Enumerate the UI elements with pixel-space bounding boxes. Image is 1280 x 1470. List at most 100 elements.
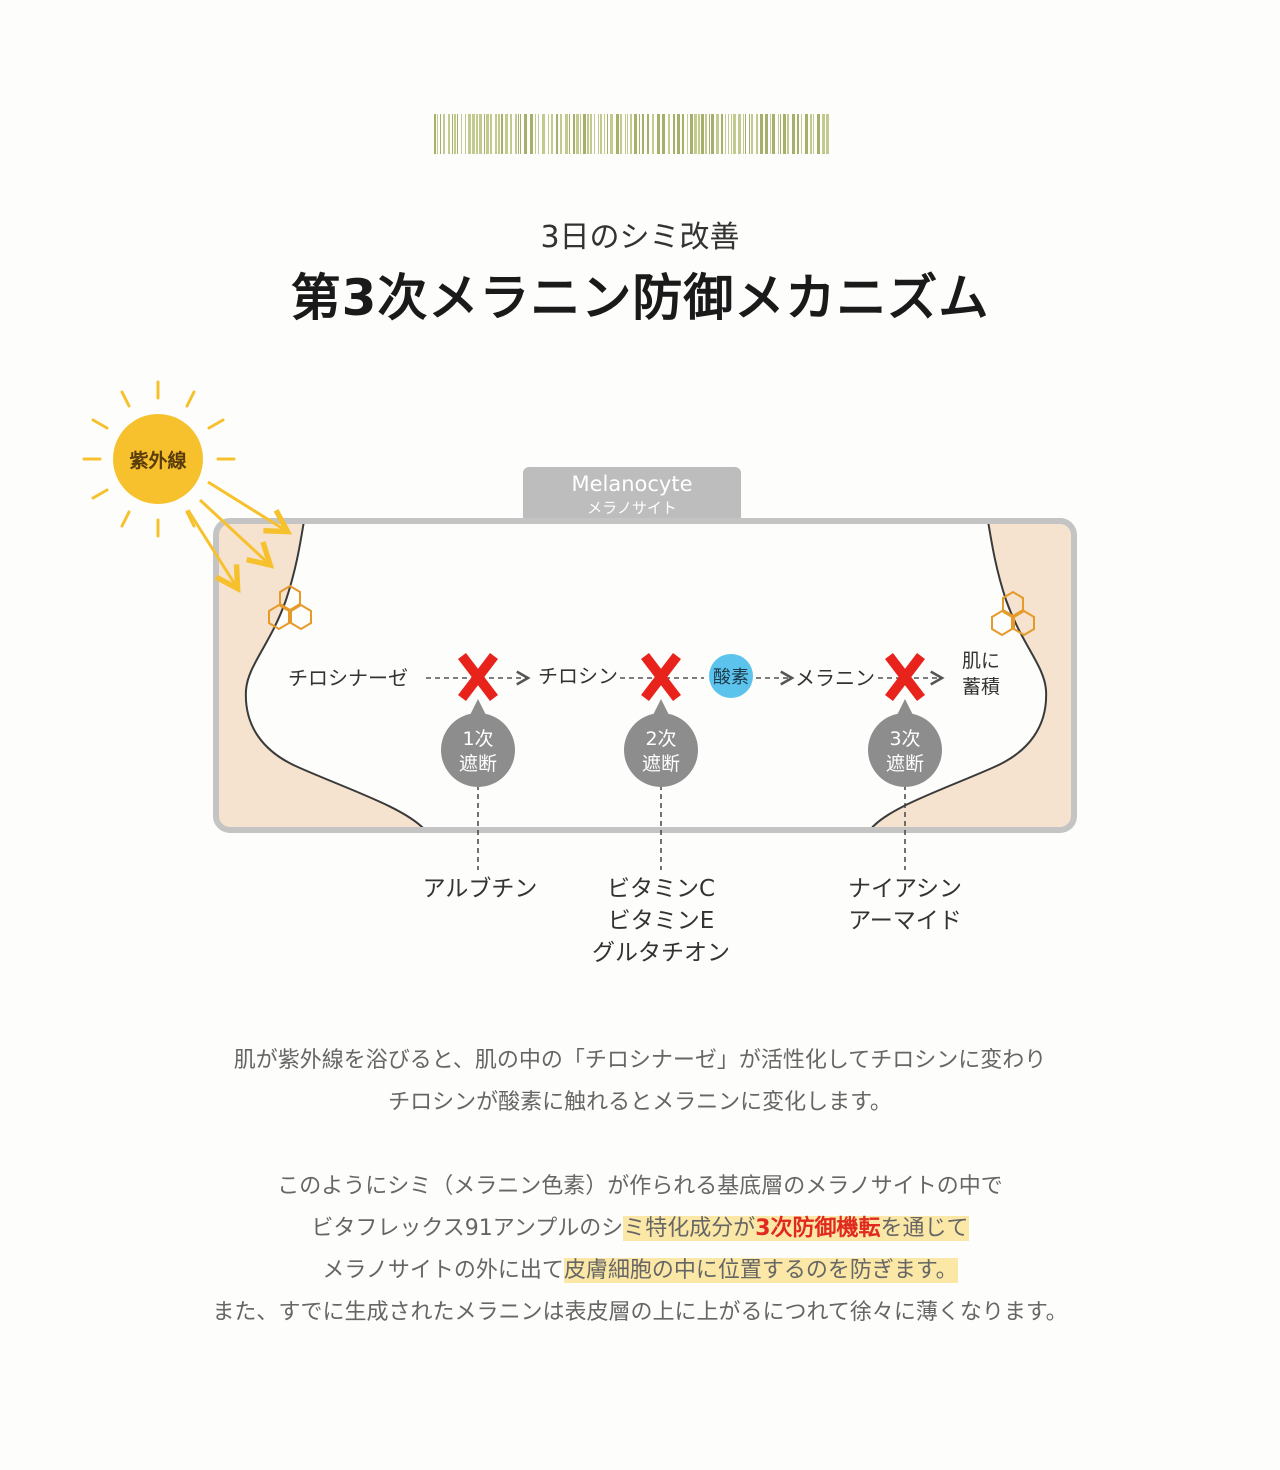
barcode-stripe xyxy=(573,114,575,154)
barcode-stripe xyxy=(576,114,579,154)
barcode-stripe xyxy=(826,114,829,154)
barcode-stripe xyxy=(647,114,649,154)
barcode-stripe xyxy=(542,114,545,154)
barcode-stripe xyxy=(510,114,512,154)
barcode-stripe xyxy=(452,114,453,154)
barcode-stripe xyxy=(634,114,637,154)
barcode-stripe xyxy=(538,114,539,154)
melanocyte-frame xyxy=(213,518,1077,833)
barcode-stripe xyxy=(434,114,436,154)
barcode-stripe xyxy=(662,114,665,154)
step-tyrosinase: チロシナーゼ xyxy=(288,666,408,690)
barcode-stripe xyxy=(743,114,744,154)
block-2-label-line1: 2次 xyxy=(645,728,676,750)
barcode-stripe xyxy=(501,114,503,154)
barcode-stripe xyxy=(725,114,726,154)
barcode-stripe xyxy=(476,114,478,154)
barcode-stripe xyxy=(668,114,670,154)
barcode-stripe xyxy=(760,114,763,154)
barcode-stripe xyxy=(587,114,589,154)
step-tyrosine: チロシン xyxy=(538,664,618,688)
ingredient-group-2: ビタミンC ビタミンE グルタチオン xyxy=(571,873,751,969)
barcode-stripe xyxy=(792,114,795,154)
uv-ray-arrows xyxy=(186,480,293,594)
description: 肌が紫外線を浴びると、肌の中の「チロシナーゼ」が活性化してチロシンに変わり チロ… xyxy=(0,1040,1280,1334)
ingredient: ナイアシン xyxy=(847,876,963,902)
barcode-stripe xyxy=(465,114,466,154)
barcode-stripe xyxy=(822,114,825,154)
barcode-decoration xyxy=(434,114,829,154)
ingredient: アルブチン xyxy=(422,876,538,902)
barcode-stripe xyxy=(701,114,704,154)
barcode-stripe xyxy=(607,114,608,154)
barcode-stripe xyxy=(548,114,549,154)
barcode-stripe xyxy=(709,114,710,154)
block-2: 2次 遮断 xyxy=(624,652,698,870)
barcode-stripe xyxy=(616,114,619,154)
barcode-stripe xyxy=(765,114,768,154)
barcode-stripe xyxy=(805,114,808,154)
highlight-text: を通じて xyxy=(880,1216,969,1241)
barcode-stripe xyxy=(639,114,640,154)
block-1-label-line1: 1次 xyxy=(462,728,493,750)
barcode-stripe xyxy=(817,114,820,154)
barcode-stripe xyxy=(682,114,684,154)
ingredient: ビタミンC xyxy=(606,876,716,902)
description-line: ビタフレックス91アンプルのシミ特化成分が3次防御機転を通じて xyxy=(0,1208,1280,1250)
barcode-stripe xyxy=(627,114,628,154)
barcode-stripe xyxy=(625,114,626,154)
barcode-stripe xyxy=(630,114,632,154)
ingredient: ビタミンE xyxy=(607,908,715,934)
block-3-label-line2: 遮断 xyxy=(886,753,924,775)
step-skin-accumulation-1: 肌に xyxy=(962,650,1000,672)
oxygen-badge xyxy=(709,654,753,698)
uv-label: 紫外線 xyxy=(129,449,186,472)
block-2-label-line2: 遮断 xyxy=(642,753,680,775)
barcode-stripe xyxy=(535,114,536,154)
ingredient-group-1: アルブチン xyxy=(400,873,560,905)
melanocyte-tab: Melanocyte メラノサイト xyxy=(523,467,741,523)
barcode-stripe xyxy=(598,114,599,154)
barcode-stripe xyxy=(583,114,586,154)
block-x-icon xyxy=(641,652,681,702)
barcode-stripe xyxy=(797,114,799,154)
barcode-stripe xyxy=(437,114,438,154)
barcode-stripe xyxy=(810,114,812,154)
barcode-stripe xyxy=(565,114,568,154)
sun-icon: 紫外線 xyxy=(82,380,236,538)
barcode-stripe xyxy=(479,114,482,154)
barcode-stripe xyxy=(524,114,527,154)
molecule-icon xyxy=(991,590,1035,637)
barcode-stripe xyxy=(594,114,595,154)
melanocyte-tab-subtitle: メラノサイト xyxy=(587,499,677,517)
barcode-stripe xyxy=(738,114,741,154)
barcode-stripe xyxy=(498,114,500,154)
barcode-stripe xyxy=(484,114,485,154)
barcode-stripe xyxy=(673,114,675,154)
barcode-stripe xyxy=(783,114,786,154)
barcode-stripe xyxy=(751,114,753,154)
highlight: ミ特化成分が3次防御機転を通じて xyxy=(623,1216,969,1241)
description-line: 肌が紫外線を浴びると、肌の中の「チロシナーゼ」が活性化してチロシンに変わり xyxy=(233,1048,1047,1073)
barcode-stripe xyxy=(440,114,441,154)
description-text: ビタフレックス91アンプルのシ xyxy=(311,1216,624,1241)
barcode-stripe xyxy=(705,114,707,154)
barcode-stripe xyxy=(560,114,562,154)
step-oxygen: 酸素 xyxy=(713,667,749,688)
barcode-stripe xyxy=(772,114,775,154)
barcode-stripe xyxy=(620,114,622,154)
barcode-stripe xyxy=(778,114,779,154)
melanin-mechanism-diagram: Melanocyte メラノサイト 紫外線 xyxy=(82,380,1077,870)
barcode-stripe xyxy=(787,114,789,154)
barcode-stripe xyxy=(698,114,700,154)
barcode-stripe xyxy=(780,114,781,154)
barcode-stripe xyxy=(448,114,450,154)
block-x-icon xyxy=(885,652,925,702)
description-line: また、すでに生成されたメラニンは表皮層の上に上がるにつれて徐々に薄くなります。 xyxy=(212,1300,1068,1325)
molecule-icon xyxy=(268,584,312,631)
barcode-stripe xyxy=(677,114,680,154)
block-1-label-line2: 遮断 xyxy=(459,753,497,775)
ingredient: グルタチオン xyxy=(592,940,730,966)
ingredient: アーマイド xyxy=(848,908,962,934)
description-line: メラノサイトの外に出て皮膚細胞の中に位置するのを防ぎます。 xyxy=(0,1250,1280,1292)
